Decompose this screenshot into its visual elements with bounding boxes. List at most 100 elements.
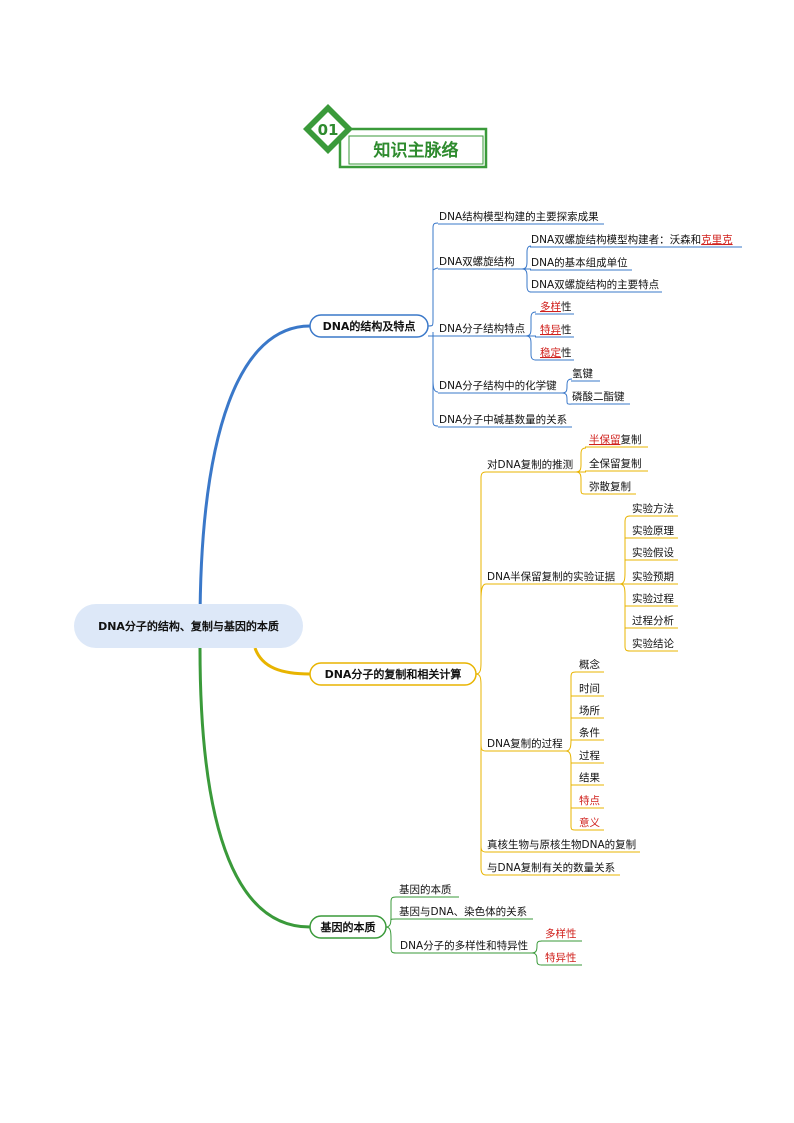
section-header: 01 知识主脉络	[303, 104, 488, 169]
leaf-conclusion: 实验结论	[629, 637, 678, 652]
leaf-text-highlight: 多样	[540, 300, 561, 313]
leaf-text-highlight: 多样性	[545, 927, 577, 940]
sub-node-label: DNA半保留复制的实验证据	[487, 570, 616, 583]
leaf-text: 磷酸二酯键	[572, 390, 625, 403]
connector-gene	[198, 647, 311, 929]
leaf-text-highlight: 半保留	[589, 433, 621, 446]
connector	[432, 332, 439, 427]
leaf-label: 实验过程	[632, 592, 674, 605]
connector-replication	[253, 647, 311, 676]
leaf-text: 氢键	[572, 367, 593, 380]
leaf-conservative: 全保留复制	[585, 457, 648, 472]
connector	[531, 952, 543, 966]
connector-structure	[198, 324, 311, 627]
branch-node-label: DNA分子的复制和相关计算	[325, 667, 462, 681]
leaf-text: 全保留复制	[589, 457, 642, 470]
sub-node-label: DNA双螺旋结构	[439, 255, 515, 268]
header-title: 知识主脉络	[373, 140, 459, 161]
sub-node-base-quantity: DNA分子中碱基数量的关系	[438, 413, 572, 428]
sub-node-quantity-relations: 与DNA复制有关的数量关系	[486, 861, 620, 876]
connector	[561, 392, 573, 405]
leaf-label: 实验预期	[632, 570, 674, 583]
leaf-text: 性	[561, 323, 572, 336]
leaf-label: 弥散复制	[589, 480, 631, 493]
sub-node-label: DNA复制的过程	[487, 737, 563, 750]
sub-node-experimental-evidence: DNA半保留复制的实验证据 实验方法 实验原理 实验假设 实验预期	[486, 502, 678, 652]
sub-node-label: 与DNA复制有关的数量关系	[487, 861, 615, 874]
leaf-stability: 稳定性	[535, 346, 574, 361]
leaf-characteristics: 特点	[575, 795, 604, 809]
leaf-main-features: DNA双螺旋结构的主要特点	[530, 278, 662, 293]
sub-node-label: 真核生物与原核生物DNA的复制	[487, 838, 636, 851]
leaf-method: 实验方法	[629, 502, 678, 517]
connector	[480, 845, 487, 853]
leaf-text-highlight: 稳定	[540, 346, 561, 359]
leaf-label: 条件	[579, 726, 600, 739]
leaf-text: DNA的基本组成单位	[531, 256, 628, 269]
leaf-label: 过程	[579, 749, 600, 762]
leaf-label: 实验原理	[632, 524, 674, 537]
leaf-prediction: 实验预期	[629, 570, 678, 585]
connector	[575, 471, 587, 495]
leaf-text: DNA双螺旋结构的主要特点	[531, 278, 659, 291]
leaf-label: DNA双螺旋结构模型构建者：沃森和克里克	[531, 233, 733, 246]
leaf-text: 条件	[579, 726, 600, 739]
leaf-text: 实验方法	[632, 502, 674, 515]
leaf-label: 意义	[579, 816, 600, 829]
branch-gene: 基因的本质 基因的本质 基因与DNA、染色体的关系 DNA分子的多样性和特异性 …	[309, 883, 582, 966]
leaf-text: 概念	[579, 658, 600, 671]
leaf-location: 场所	[575, 704, 604, 719]
sub-node-label: DNA分子的多样性和特异性	[400, 939, 528, 952]
leaf-procedure: 实验过程	[629, 592, 678, 607]
leaf-label: 结果	[579, 771, 600, 784]
leaf-text: 结果	[579, 771, 600, 784]
leaf-text-highlight: 特异性	[545, 951, 577, 964]
branch-node-label: 基因的本质	[320, 920, 376, 934]
leaf-label: 全保留复制	[589, 457, 642, 470]
leaf-text: 实验过程	[632, 592, 674, 605]
leaf-label: 磷酸二酯键	[572, 390, 625, 403]
leaf-label: 特异性	[540, 323, 572, 336]
sub-node-eukaryote-prokaryote: 真核生物与原核生物DNA的复制	[486, 838, 640, 853]
leaf-text: 场所	[579, 704, 600, 717]
sub-node-gene-dna-chromosome: 基因与DNA、染色体的关系	[396, 905, 533, 920]
leaf-gene-specificity: 特异性	[541, 951, 582, 966]
branch-replication: DNA分子的复制和相关计算 对DNA复制的推测 半保留复制 全保留复制 弥散复制	[309, 433, 678, 876]
sub-node-label: 基因与DNA、染色体的关系	[399, 905, 527, 918]
connector	[432, 267, 439, 271]
connector	[432, 379, 439, 393]
connector	[531, 940, 543, 954]
leaf-text: 实验假设	[632, 546, 674, 559]
leaf-principle: 实验原理	[629, 524, 678, 539]
leaf-dispersive: 弥散复制	[585, 480, 636, 495]
connector	[521, 268, 532, 293]
root-node-box	[74, 604, 303, 648]
sub-node-speculation: 对DNA复制的推测 半保留复制 全保留复制 弥散复制	[486, 433, 648, 495]
connector	[385, 896, 397, 928]
connector	[385, 926, 397, 954]
leaf-text: 实验原理	[632, 524, 674, 537]
leaf-label: 实验结论	[632, 637, 674, 650]
sub-node-label: DNA分子中碱基数量的关系	[439, 413, 567, 426]
root-node-label: DNA分子的结构、复制与基因的本质	[98, 619, 279, 633]
sub-node-diversity-specificity: DNA分子的多样性和特异性 多样性 特异性	[396, 927, 582, 966]
leaf-gene-diversity: 多样性	[541, 927, 582, 942]
leaf-text-highlight: 意义	[579, 816, 600, 829]
connector	[619, 583, 631, 652]
leaf-text: 实验结论	[632, 637, 674, 650]
header-title-inner-box	[348, 135, 484, 165]
connector	[575, 447, 587, 473]
leaf-text-highlight: 克里克	[701, 234, 733, 246]
leaf-text: 性	[561, 346, 572, 359]
leaf-text: 过程分析	[632, 614, 674, 627]
leaf-label: 实验假设	[632, 546, 674, 559]
leaf-label: 多样性	[545, 927, 577, 940]
connector	[565, 671, 577, 752]
sub-node-label: DNA结构模型构建的主要探索成果	[439, 210, 599, 223]
connector	[475, 673, 487, 876]
leaf-text: 时间	[579, 682, 600, 695]
connector	[565, 750, 577, 831]
leaf-label: DNA的基本组成单位	[531, 256, 628, 269]
leaf-label: 稳定性	[540, 346, 572, 359]
connector	[390, 918, 397, 921]
